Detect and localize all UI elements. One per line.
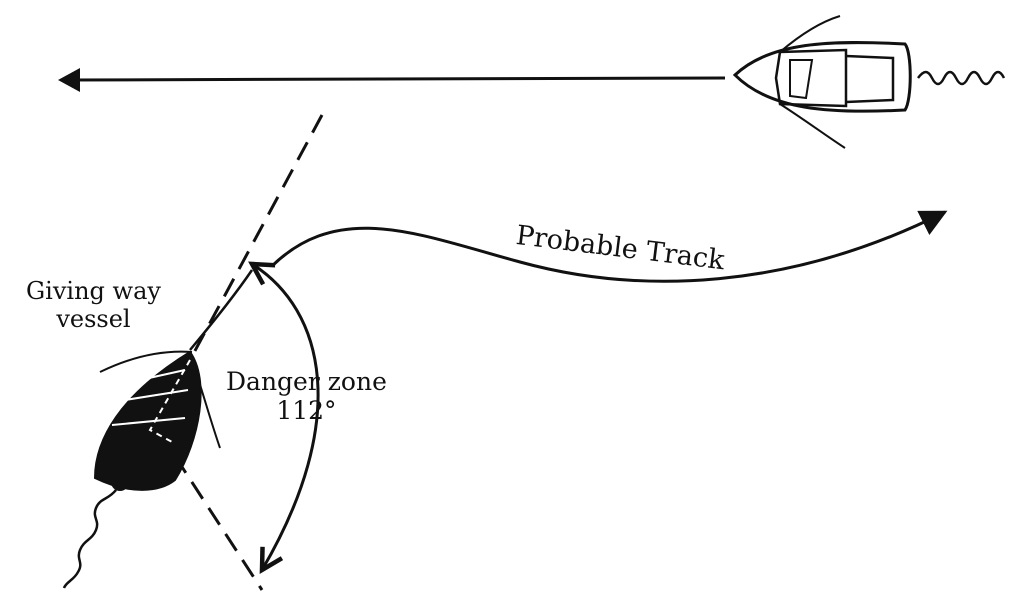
giving-way-vessel-icon <box>62 350 202 589</box>
danger-zone-label: Danger zone 112° <box>226 367 387 426</box>
danger-zone-arc <box>252 264 320 570</box>
stand-on-vessel-icon <box>732 15 1006 149</box>
giving-way-vessel-label: Giving way vessel <box>26 277 161 333</box>
danger-zone-label-line1: Danger zone <box>226 367 387 396</box>
giving-way-label-line1: Giving way <box>26 277 161 305</box>
danger-zone-label-line2: 112° <box>276 395 337 425</box>
stand-on-vessel-track <box>58 68 726 92</box>
giving-way-bow-line <box>189 269 254 351</box>
giving-way-water-line <box>99 350 193 373</box>
probable-track-arrow <box>270 210 948 283</box>
giving-way-label-line2: vessel <box>56 304 131 333</box>
